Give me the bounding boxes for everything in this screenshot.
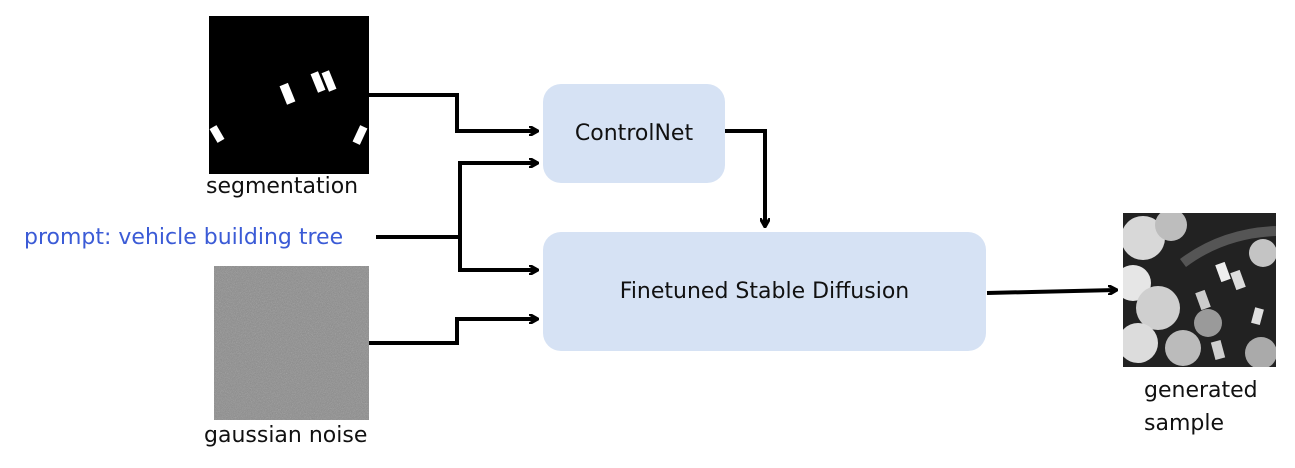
stable-diffusion-block: Finetuned Stable Diffusion xyxy=(543,232,986,351)
generated-sample-image xyxy=(1123,213,1276,367)
segmentation-mask-shapes xyxy=(209,70,368,145)
prompt-text: prompt: vehicle building tree xyxy=(24,225,344,250)
arrow-seg-to-controlnet xyxy=(369,93,537,131)
arrow-sd-to-output xyxy=(986,290,1116,293)
controlnet-block: ControlNet xyxy=(543,84,725,183)
arrow-noise-to-sd xyxy=(369,319,537,345)
stable-diffusion-label: Finetuned Stable Diffusion xyxy=(619,279,910,304)
arrow-prompt-to-controlnet xyxy=(458,163,537,270)
arrow-controlnet-to-sd xyxy=(725,129,765,226)
segmentation-label: segmentation xyxy=(206,174,359,199)
generated-label-line1: generated xyxy=(1144,378,1258,403)
gaussian-noise-label: gaussian noise xyxy=(204,423,368,448)
arrow-prompt-to-sd xyxy=(458,237,537,270)
segmentation-image xyxy=(209,16,369,174)
gaussian-noise-image xyxy=(214,266,369,420)
generated-label-line2: sample xyxy=(1144,411,1224,436)
controlnet-label: ControlNet xyxy=(574,121,694,146)
